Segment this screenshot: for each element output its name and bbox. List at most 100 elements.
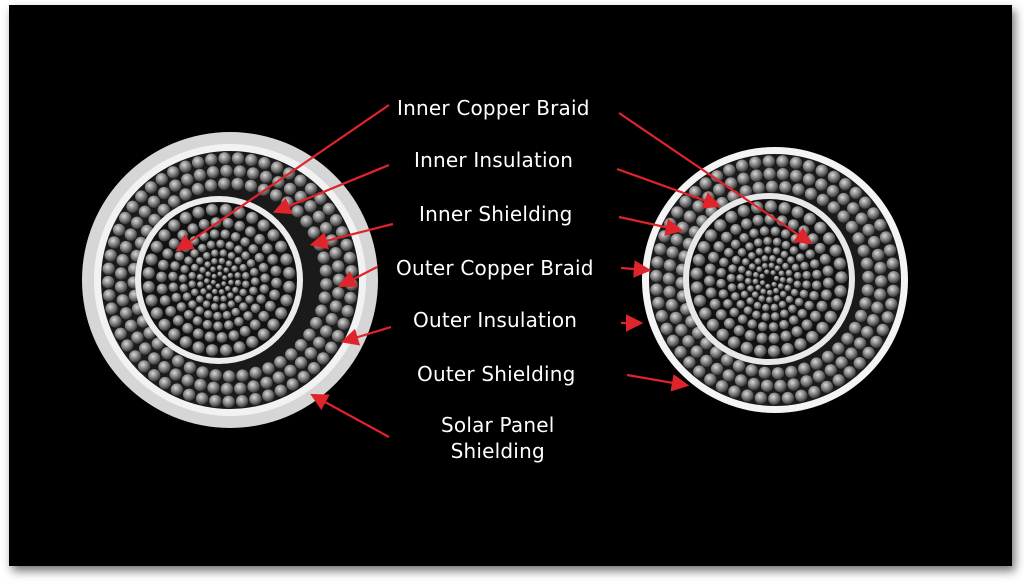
wire-strand <box>220 382 234 396</box>
wire-strand <box>829 244 842 257</box>
wire-strand <box>192 316 203 326</box>
label-outer-copper-braid: Outer Copper Braid <box>396 256 594 280</box>
wire-strand <box>781 391 795 405</box>
wire-strand <box>674 345 687 359</box>
wire-strand <box>304 200 317 213</box>
wire-strand <box>748 263 756 271</box>
wire-strand <box>728 385 741 398</box>
wire-strand <box>658 230 671 243</box>
wire-strand <box>811 280 822 291</box>
wire-strand <box>171 292 182 303</box>
wire-strand <box>249 267 259 277</box>
wire-strand <box>184 256 193 265</box>
wire-strand <box>114 327 127 340</box>
wire-strand <box>119 211 132 225</box>
wire-strand <box>785 269 793 277</box>
wire-strand <box>710 362 724 376</box>
wire-strand <box>752 271 759 278</box>
wire-strand <box>195 306 204 315</box>
wire-strand <box>822 232 836 245</box>
wire-strand <box>270 161 284 174</box>
wire-strand <box>280 294 293 307</box>
wire-strand <box>739 233 749 243</box>
wire-strand <box>752 181 765 195</box>
wire-strand <box>744 277 752 285</box>
wire-strand <box>724 247 734 258</box>
wire-strand <box>204 331 216 343</box>
wire-strand <box>257 219 270 232</box>
label-outer-insulation: Outer Insulation <box>413 308 578 332</box>
wire-strand <box>345 265 358 278</box>
wire-strand <box>731 292 740 301</box>
wire-strand <box>174 251 185 261</box>
wire-strand <box>194 378 207 392</box>
wire-strand <box>167 166 180 179</box>
wire-strand <box>187 223 199 235</box>
wire-strand <box>835 271 848 284</box>
wire-strand <box>764 200 778 213</box>
wire-strand <box>845 347 858 360</box>
wire-strand <box>814 221 827 234</box>
wire-strand <box>782 262 789 270</box>
wire-strand <box>190 249 199 258</box>
wire-strand <box>699 177 712 190</box>
wire-strand <box>318 291 331 304</box>
wire-strand <box>732 359 746 373</box>
wire-strand <box>161 347 174 360</box>
wire-strand <box>824 310 837 324</box>
label-inner-shielding: Inner Shielding <box>419 202 573 226</box>
wire-strand <box>754 344 767 358</box>
arrow-inner-shielding-left <box>309 222 394 250</box>
wire-strand <box>150 240 163 253</box>
wire-strand <box>210 266 216 273</box>
wire-strand <box>663 259 677 272</box>
arrow-inner-insulation-right <box>616 167 722 209</box>
wire-strand <box>206 344 219 357</box>
wire-strand <box>785 295 794 304</box>
wire-strand <box>771 367 785 380</box>
wire-strand <box>138 205 152 218</box>
wire-strand <box>228 330 240 341</box>
wire-strand <box>789 169 803 183</box>
wire-strand <box>839 178 852 191</box>
wire-strand <box>204 179 218 192</box>
wire-strand <box>169 368 182 381</box>
wire-strand <box>256 294 266 304</box>
wire-strand <box>250 277 260 286</box>
wire-strand <box>158 229 171 242</box>
wire-strand <box>654 243 667 256</box>
wire-strand <box>126 200 139 213</box>
wire-strand <box>102 275 115 289</box>
wire-strand <box>704 263 716 275</box>
wire-strand <box>773 287 780 294</box>
wire-strand <box>234 245 243 254</box>
wire-strand <box>729 307 740 318</box>
wire-strand <box>776 215 788 227</box>
wire-strand <box>739 185 752 198</box>
wire-strand <box>145 253 158 266</box>
wire-strand <box>741 389 754 402</box>
wire-strand <box>258 157 271 170</box>
wire-strand <box>258 310 270 322</box>
wire-strand <box>231 177 244 191</box>
wire-strand <box>205 271 212 278</box>
wire-strand <box>752 310 761 320</box>
wire-strand <box>130 216 144 229</box>
wire-strand <box>764 269 770 275</box>
wire-strand <box>144 181 158 194</box>
wire-strand <box>179 188 192 201</box>
wire-strand <box>772 237 782 247</box>
wire-strand <box>820 380 834 394</box>
wire-strand <box>198 219 210 230</box>
wire-strand <box>751 291 759 298</box>
wire-strand <box>713 183 726 196</box>
wire-strand <box>285 348 298 361</box>
wire-strand <box>815 178 828 191</box>
wire-strand <box>119 307 133 320</box>
wire-strand <box>234 257 242 265</box>
wire-strand <box>837 192 850 206</box>
wire-strand <box>198 243 207 253</box>
wire-strand <box>211 273 217 279</box>
wire-strand <box>730 239 741 250</box>
left-cable-cross-section <box>82 132 378 428</box>
